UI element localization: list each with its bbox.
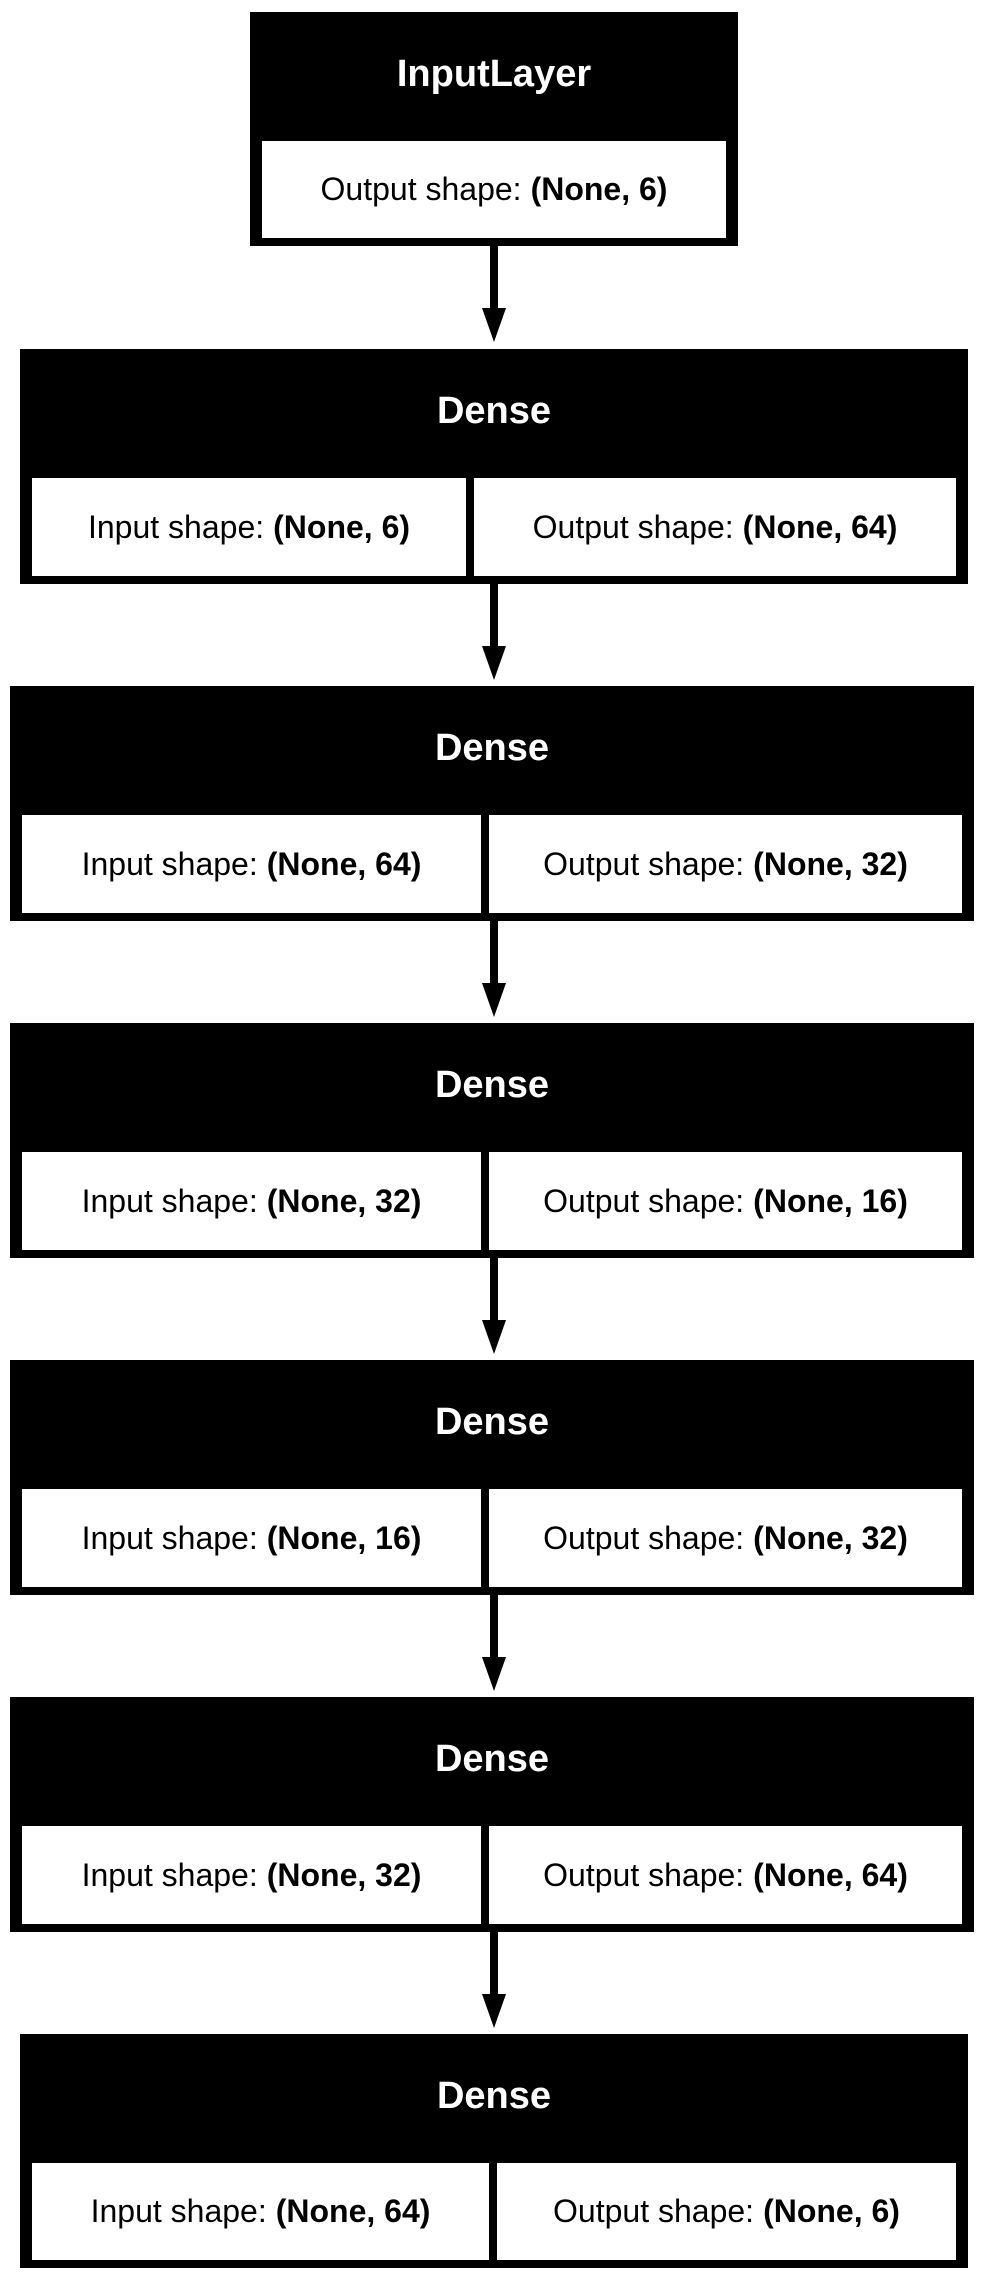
output-shape-label: Output shape: [543,1519,745,1556]
input-shape-value: (None, 6) [273,508,411,545]
dense-layer-node-1: Dense Input shape: (None, 6) Output shap… [20,349,968,584]
input-shape-value: (None, 16) [266,1519,422,1556]
arrowhead-icon [482,308,506,342]
output-shape-label: Output shape: [532,508,734,545]
dense-layer-node-6: Dense Input shape: (None, 64) Output sha… [20,2034,968,2268]
input-shape-value: (None, 32) [266,1182,422,1219]
dense-layer-output-shape: Output shape: (None, 16) [489,1152,962,1250]
dense-layer-input-shape: Input shape: (None, 64) [32,2163,489,2260]
input-shape-label: Input shape: [90,2193,267,2229]
output-shape-value: (None, 64) [742,508,898,545]
input-shape-label: Input shape: [81,845,258,882]
dense-layer-title: Dense [434,1401,550,1443]
input-layer-node: InputLayer Output shape: (None, 6) [250,12,738,246]
output-shape-value: (None, 6) [530,171,668,207]
dense-layer-title: Dense [434,1738,550,1780]
edge-line-6 [490,1932,498,1994]
dense-layer-input-shape: Input shape: (None, 32) [22,1826,481,1924]
output-shape-label: Output shape: [543,1182,745,1219]
output-shape-value: (None, 32) [753,1519,908,1556]
dense-layer-title: Dense [434,727,550,769]
arrowhead-icon [482,1320,506,1354]
input-shape-label: Input shape: [81,1856,258,1893]
input-shape-label: Input shape: [87,508,265,545]
dense-layer-input-shape: Input shape: (None, 16) [22,1489,481,1587]
input-shape-value: (None, 32) [266,1856,422,1893]
input-shape-label: Input shape: [81,1182,258,1219]
dense-layer-node-4: Dense Input shape: (None, 16) Output sha… [10,1360,974,1595]
edge-line-2 [490,584,498,646]
dense-layer-input-shape: Input shape: (None, 64) [22,815,481,913]
dense-layer-output-shape: Output shape: (None, 64) [474,478,956,576]
dense-layer-title: Dense [436,390,552,432]
output-shape-value: (None, 32) [753,845,908,882]
output-shape-label: Output shape: [553,2193,755,2229]
dense-layer-title: Dense [436,2075,552,2117]
edge-line-1 [490,246,498,308]
input-shape-label: Input shape: [81,1519,258,1556]
input-layer-title: InputLayer [396,53,592,95]
dense-layer-title: Dense [434,1064,550,1106]
arrowhead-icon [482,646,506,680]
output-shape-value: (None, 16) [753,1182,908,1219]
dense-layer-output-shape: Output shape: (None, 32) [489,1489,962,1587]
edge-line-4 [490,1258,498,1320]
arrowhead-icon [482,983,506,1017]
edge-line-3 [490,921,498,983]
output-shape-label: Output shape: [543,1856,745,1893]
output-shape-value: (None, 6) [763,2193,900,2229]
dense-layer-output-shape: Output shape: (None, 64) [489,1826,962,1924]
output-shape-label: Output shape: [320,171,522,207]
dense-layer-node-3: Dense Input shape: (None, 32) Output sha… [10,1023,974,1258]
dense-layer-output-shape: Output shape: (None, 6) [497,2163,956,2260]
input-shape-value: (None, 64) [266,845,422,882]
input-shape-value: (None, 64) [275,2193,431,2229]
dense-layer-node-2: Dense Input shape: (None, 64) Output sha… [10,686,974,921]
arrowhead-icon [482,1994,506,2028]
arrowhead-icon [482,1657,506,1691]
dense-layer-input-shape: Input shape: (None, 6) [32,478,466,576]
dense-layer-node-5: Dense Input shape: (None, 32) Output sha… [10,1697,974,1932]
dense-layer-input-shape: Input shape: (None, 32) [22,1152,481,1250]
output-shape-label: Output shape: [543,845,745,882]
dense-layer-output-shape: Output shape: (None, 32) [489,815,962,913]
input-layer-output-shape: Output shape: (None, 6) [262,141,726,238]
edge-line-5 [490,1595,498,1657]
output-shape-value: (None, 64) [753,1856,908,1893]
